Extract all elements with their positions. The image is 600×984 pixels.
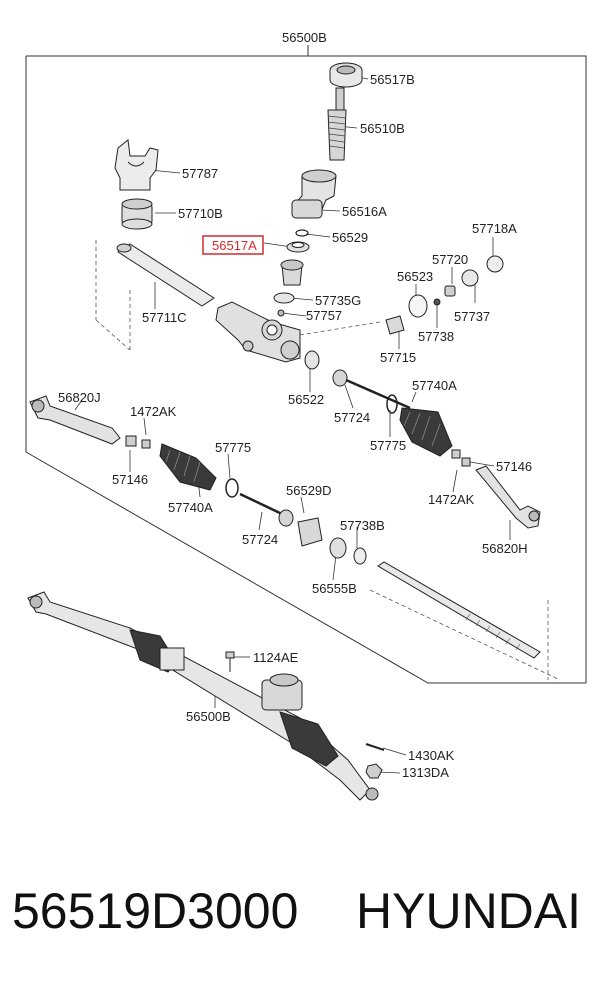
callout-57710B: 57710B bbox=[178, 206, 223, 221]
callout-57735G: 57735G bbox=[315, 293, 361, 308]
o-ring-56529-shape bbox=[295, 229, 309, 237]
callout-57720: 57720 bbox=[432, 252, 468, 267]
nut-57720-shape bbox=[444, 285, 456, 297]
callout-57737: 57737 bbox=[454, 309, 490, 324]
callout-57757: 57757 bbox=[306, 308, 342, 323]
yoke-cup-shape bbox=[280, 259, 304, 286]
tube-57711C-shape bbox=[116, 243, 215, 307]
bushing-57710B-shape bbox=[121, 198, 153, 230]
callout-57740A-left: 57740A bbox=[168, 500, 213, 515]
callout-57718A: 57718A bbox=[472, 221, 517, 236]
callout-57146-left: 57146 bbox=[112, 472, 148, 487]
callout-56820H: 56820H bbox=[482, 541, 528, 556]
ring-56522-shape bbox=[304, 350, 320, 370]
inner-tie-rod-right-shape bbox=[332, 369, 411, 410]
callout-1313DA: 1313DA bbox=[402, 765, 449, 780]
band-57775-right-shape bbox=[386, 394, 398, 414]
callout-56517A: 56517A bbox=[212, 238, 257, 253]
bush-56529D-shape bbox=[297, 517, 323, 547]
callout-56516A: 56516A bbox=[342, 204, 387, 219]
pinion-shaft-56510B-shape bbox=[327, 87, 347, 161]
callout-1472AK-left: 1472AK bbox=[130, 404, 177, 419]
tie-rod-end-right-shape bbox=[475, 465, 541, 529]
nut-57757-shape bbox=[277, 309, 285, 317]
callout-1124AE: 1124AE bbox=[253, 650, 299, 665]
dashed-guides bbox=[95, 240, 561, 681]
assembly-frame bbox=[25, 45, 587, 684]
callout-56820J: 56820J bbox=[58, 390, 101, 405]
rack-bar-shape bbox=[377, 561, 541, 659]
callout-56523: 56523 bbox=[397, 269, 433, 284]
part-number: 56519D3000 bbox=[12, 883, 299, 939]
ring-57737-shape bbox=[461, 269, 479, 287]
nut-57146-right-shape bbox=[461, 457, 471, 467]
callout-57711C: 57711C bbox=[142, 310, 187, 325]
callout-57738: 57738 bbox=[418, 329, 454, 344]
callout-57775-right: 57775 bbox=[370, 438, 406, 453]
ball-57738-shape bbox=[433, 298, 441, 306]
ring-57735G-shape bbox=[273, 292, 295, 304]
parts bbox=[27, 62, 541, 801]
callout-56517B: 56517B bbox=[370, 72, 415, 87]
tie-rod-end-left-shape bbox=[29, 395, 121, 445]
plug-57715-shape bbox=[385, 315, 405, 335]
bracket-57787-shape bbox=[114, 139, 159, 191]
seal-56517A-shape bbox=[286, 241, 310, 253]
steering-gear-exploded-diagram: 56500B 56517B 56510B 57787 57710B 56516A… bbox=[25, 30, 587, 801]
boot-57740A-right-shape bbox=[399, 407, 453, 457]
callout-56500B-bottom: 56500B bbox=[186, 709, 231, 724]
callout-56500B-top: 56500B bbox=[282, 30, 327, 45]
band-57775-left-shape bbox=[225, 478, 239, 498]
footer-caption: 56519D3000 HYUNDAI bbox=[0, 872, 600, 962]
housing-56516A-shape bbox=[291, 169, 337, 219]
ring-57718A-shape bbox=[486, 255, 504, 273]
bush-56555B-shape bbox=[329, 537, 347, 559]
callout-57775-left: 57775 bbox=[215, 440, 251, 455]
callout-57724-upper: 57724 bbox=[334, 410, 370, 425]
callout-1430AK: 1430AK bbox=[408, 748, 455, 763]
brand-name: HYUNDAI bbox=[356, 883, 582, 939]
callout-56522: 56522 bbox=[288, 392, 324, 407]
callout-57787: 57787 bbox=[182, 166, 218, 181]
callout-56529: 56529 bbox=[332, 230, 368, 245]
pin-1430AK-shape bbox=[365, 743, 385, 751]
callout-57738B: 57738B bbox=[340, 518, 385, 533]
boot-57740A-left-shape bbox=[159, 443, 217, 491]
callout-56510B: 56510B bbox=[360, 121, 405, 136]
callout-1472AK-right: 1472AK bbox=[428, 492, 475, 507]
callout-56555B: 56555B bbox=[312, 581, 357, 596]
nut-1472AK-left-shape bbox=[141, 439, 151, 449]
ring-57738B-shape bbox=[353, 547, 367, 565]
nut-1313DA-shape bbox=[365, 763, 383, 779]
callout-57740A-right: 57740A bbox=[412, 378, 457, 393]
highlight-box-56517A bbox=[202, 235, 264, 255]
cap-56523-shape bbox=[408, 294, 428, 318]
cap-56517B-shape bbox=[329, 62, 363, 88]
inner-tie-rod-left-shape bbox=[239, 492, 294, 527]
nut-1472AK-right-shape bbox=[451, 449, 461, 459]
callout-57724-lower: 57724 bbox=[242, 532, 278, 547]
bolt-1124AE-shape bbox=[225, 651, 235, 672]
nut-57146-left-shape bbox=[125, 435, 137, 447]
callout-57715: 57715 bbox=[380, 350, 416, 365]
callout-56529D: 56529D bbox=[286, 483, 332, 498]
assembled-gear-shape bbox=[27, 591, 379, 801]
callout-57146-right: 57146 bbox=[496, 459, 532, 474]
callout-labels: 56500B 56517B 56510B 57787 57710B 56516A… bbox=[58, 30, 532, 780]
gear-housing-shape bbox=[215, 301, 301, 363]
